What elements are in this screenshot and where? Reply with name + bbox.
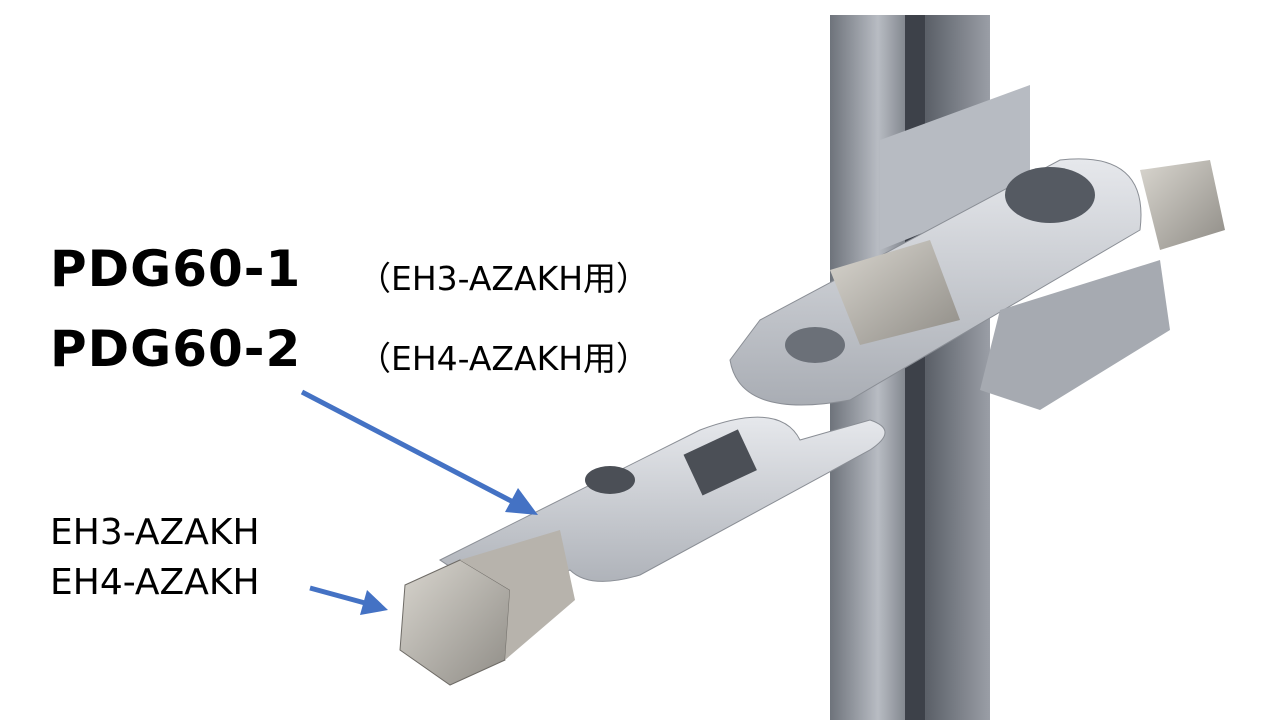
model-label-pdg60-1: PDG60-1 [50, 240, 302, 298]
motor-label-eh4: EH4-AZAKH [50, 562, 260, 603]
arrow-to-pdg60 [300, 389, 538, 515]
model-label-pdg60-2: PDG60-2 [50, 320, 302, 378]
motor-label-eh3: EH3-AZAKH [50, 512, 260, 553]
model-note-1: （EH3-AZAKH用） [358, 259, 650, 298]
model-note-2: （EH4-AZAKH用） [358, 339, 650, 378]
arrow-to-motor [309, 585, 388, 615]
